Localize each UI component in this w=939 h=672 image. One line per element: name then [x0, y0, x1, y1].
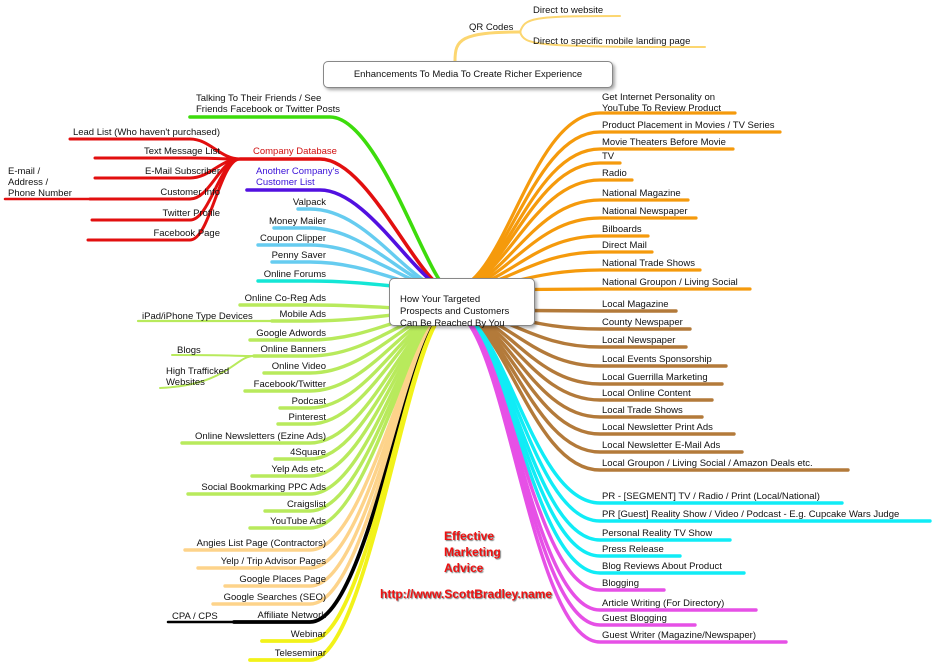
node-label[interactable]: National Groupon / Living Social	[602, 277, 738, 288]
promo-line-1: Effective	[444, 529, 495, 543]
promo-line-3: Advice	[444, 561, 484, 575]
branch-line	[86, 157, 242, 242]
node-label[interactable]: Radio	[602, 168, 627, 179]
node-label[interactable]: National Magazine	[602, 188, 681, 199]
node-label[interactable]: County Newspaper	[602, 317, 683, 328]
enhancements-box: Enhancements To Media To Create Richer E…	[323, 61, 613, 88]
another-company-label[interactable]: Another Company's Customer List	[256, 166, 340, 188]
branch-line	[448, 308, 788, 644]
node-label[interactable]: Google Adwords	[256, 328, 326, 339]
node-label[interactable]: Pinterest	[288, 412, 327, 423]
node-label[interactable]: Bilboards	[602, 224, 642, 235]
node-label[interactable]: Teleseminar	[274, 648, 326, 659]
company-db-item-label[interactable]: Facebook Page	[153, 228, 220, 239]
qr-codes-label[interactable]: QR Codes	[469, 22, 514, 33]
branch-line	[248, 308, 452, 662]
node-label[interactable]: PR [Guest] Reality Show / Video / Podcas…	[602, 509, 900, 520]
node-label[interactable]: PR - [SEGMENT] TV / Radio / Print (Local…	[602, 491, 820, 502]
central-topic[interactable]: How Your Targeted Prospects and Customer…	[389, 278, 535, 329]
node-label[interactable]: Yelp Ads etc.	[271, 464, 326, 475]
node-label[interactable]: Facebook/Twitter	[253, 379, 326, 390]
node-label[interactable]: Article Writing (For Directory)	[602, 598, 725, 609]
banner-detail-label[interactable]: High Trafficked Websites	[166, 366, 230, 388]
node-label[interactable]: Press Release	[602, 544, 664, 555]
node-label[interactable]: Direct Mail	[602, 240, 647, 251]
node-label[interactable]: Webinar	[290, 629, 326, 640]
node-label[interactable]: Local Events Sponsorship	[602, 354, 712, 365]
node-label[interactable]: Google Searches (SEO)	[223, 592, 326, 603]
promo-line-2: Marketing	[444, 545, 501, 559]
node-label[interactable]: Guest Writer (Magazine/Newspaper)	[602, 630, 756, 641]
company-db-item-label[interactable]: Customer Info	[160, 187, 220, 198]
node-label[interactable]: Local Newsletter E-Mail Ads	[602, 440, 721, 451]
node-label[interactable]: Local Trade Shows	[602, 405, 683, 416]
node-label[interactable]: Podcast	[291, 396, 326, 407]
central-topic-label: How Your Targeted Prospects and Customer…	[400, 294, 510, 329]
node-label[interactable]: Mobile Ads	[279, 309, 326, 320]
company-db-item-label[interactable]: Twitter Profile	[162, 208, 220, 219]
node-label[interactable]: Local Newspaper	[602, 335, 676, 346]
branch-line	[159, 355, 255, 389]
banner-detail-label[interactable]: Blogs	[177, 345, 201, 356]
qr-item-label[interactable]: Direct to website	[533, 5, 604, 16]
node-label[interactable]: Online Forums	[263, 269, 326, 280]
customer-info-detail-label[interactable]: E-mail / Address / Phone Number	[8, 166, 72, 199]
node-label[interactable]: Local Online Content	[602, 388, 691, 399]
node-label[interactable]: Coupon Clipper	[259, 233, 326, 244]
node-label[interactable]: Get Internet Personality on YouTube To R…	[602, 92, 722, 114]
node-label[interactable]: Valpack	[292, 197, 326, 208]
node-label[interactable]: Blog Reviews About Product	[602, 561, 722, 572]
node-label[interactable]: Affiliate Network	[257, 610, 326, 621]
branch-line	[519, 31, 706, 48]
node-label[interactable]: Angies List Page (Contractors)	[196, 538, 326, 549]
branch-line	[453, 30, 522, 63]
node-label[interactable]: Product Placement in Movies / TV Series	[602, 120, 775, 131]
promo-url[interactable]: http://www.ScottBradley.name	[380, 587, 553, 601]
node-label[interactable]: Local Newsletter Print Ads	[602, 422, 713, 433]
qr-item-label[interactable]: Direct to specific mobile landing page	[533, 36, 691, 47]
node-label[interactable]: Talking To Their Friends / See Friends F…	[196, 93, 340, 115]
node-label[interactable]: Craigslist	[286, 499, 326, 510]
node-label[interactable]: Money Mailer	[268, 216, 326, 227]
node-label[interactable]: Blogging	[602, 578, 639, 589]
enhancements-title: Enhancements To Media To Create Richer E…	[353, 69, 583, 80]
node-label[interactable]: Movie Theaters Before Movie	[602, 137, 726, 148]
node-label[interactable]: Personal Reality TV Show	[602, 528, 713, 539]
node-label[interactable]: Google Places Page	[239, 574, 326, 585]
company-db-item-label[interactable]: Lead List (Who haven't purchased)	[72, 127, 220, 138]
node-label[interactable]: National Newspaper	[602, 206, 688, 217]
branch-line	[93, 156, 242, 161]
node-label[interactable]: Online Banners	[260, 344, 326, 355]
node-label[interactable]: Guest Blogging	[602, 613, 667, 624]
node-label[interactable]: Online Video	[271, 361, 326, 372]
node-label[interactable]: Penny Saver	[271, 250, 326, 261]
node-label[interactable]: Social Bookmarking PPC Ads	[201, 482, 326, 493]
node-label[interactable]: YouTube Ads	[270, 516, 326, 527]
node-label[interactable]: National Trade Shows	[602, 258, 695, 269]
node-label[interactable]: Local Groupon / Living Social / Amazon D…	[602, 458, 813, 469]
node-label[interactable]: TV	[602, 151, 615, 162]
branch-line	[519, 15, 621, 33]
affiliate-detail-label[interactable]: CPA / CPS	[172, 611, 218, 622]
node-label[interactable]: Online Co-Reg Ads	[244, 293, 326, 304]
company-db-item-label[interactable]: Text Message List	[143, 146, 220, 157]
company-db-item-label[interactable]: E-Mail Subscriber	[145, 166, 220, 177]
node-label[interactable]: Online Newsletters (Ezine Ads)	[195, 431, 326, 442]
node-label[interactable]: Local Guerrilla Marketing	[602, 372, 708, 383]
node-label[interactable]: Local Magazine	[602, 299, 669, 310]
company-database-label[interactable]: Company Database	[253, 146, 337, 157]
node-label[interactable]: Yelp / Trip Advisor Pages	[220, 556, 326, 567]
node-label[interactable]: 4Square	[290, 447, 326, 458]
mobile-detail-label[interactable]: iPad/iPhone Type Devices	[142, 311, 253, 322]
